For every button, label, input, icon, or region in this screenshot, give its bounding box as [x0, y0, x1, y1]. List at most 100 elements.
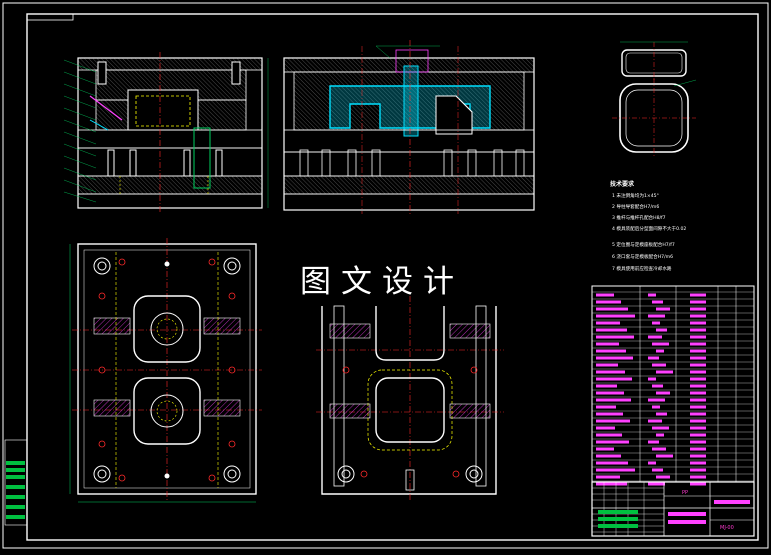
bom-cell-mark [596, 461, 628, 465]
bom-cell-mark [596, 426, 615, 430]
bom-cell-mark [596, 440, 629, 444]
bom-cell-mark [690, 405, 706, 409]
bom-cell-mark [656, 412, 667, 416]
bom-cell-mark [690, 300, 706, 304]
section-view-left [63, 52, 269, 214]
bom-cell-mark [652, 363, 666, 367]
bom-cell-mark [690, 447, 706, 451]
bom-cell-mark [652, 300, 663, 304]
bom-cell-mark [690, 307, 706, 311]
notes-title: 技术要求 [610, 180, 635, 188]
bom-cell-mark [690, 342, 706, 346]
bom-cell-mark [596, 475, 620, 479]
bom-cell-mark [648, 293, 656, 297]
bom-cell-mark [652, 468, 663, 472]
bom-cell-mark [690, 377, 706, 381]
bom-cell-mark [690, 433, 706, 437]
bom-cell-mark [596, 405, 616, 409]
bom-cell-mark [652, 342, 669, 346]
bom-cell-mark [648, 398, 665, 402]
bom-cell-mark [596, 482, 627, 486]
bom-cell-mark [690, 419, 706, 423]
bom-cell-mark [656, 475, 670, 479]
bom-cell-mark [690, 335, 706, 339]
bom-cell-mark [690, 384, 706, 388]
bom-cell-mark [596, 300, 621, 304]
bom-cell-mark [596, 391, 624, 395]
note-item: 4 模具装配后分型面间隙不大于0.02 [612, 225, 686, 232]
part-views [612, 41, 697, 158]
note-item: 2 导柱导套配合H7/m6 [612, 203, 659, 210]
bom-cell-mark [596, 433, 622, 437]
drawing-number: MJ-00 [720, 525, 734, 531]
bom-cell-mark [648, 314, 665, 318]
bom-cell-mark [596, 377, 632, 381]
bom-cell-mark [648, 335, 662, 339]
plan-view-fixed-half [316, 296, 504, 500]
bom-cell-mark [690, 363, 706, 367]
side-strip [4, 439, 28, 526]
technical-notes: 技术要求 1 未注倒角均为1×45° 2 导柱导套配合H7/m6 3 推杆与推杆… [610, 180, 686, 272]
bom-cell-mark [690, 321, 706, 325]
bom-cell-mark [656, 433, 664, 437]
bom-cell-mark [690, 461, 706, 465]
bom-cell-mark [652, 321, 660, 325]
bom-cell-mark [648, 482, 665, 486]
bom-cell-mark [596, 293, 614, 297]
bom-cell-mark [690, 391, 706, 395]
bom-cell-mark [690, 426, 706, 430]
bom-cell-mark [596, 328, 627, 332]
bom-cell-mark [596, 384, 617, 388]
bom-cell-mark [596, 314, 635, 318]
bom-cell-mark [656, 307, 670, 311]
bom-cell-mark [656, 328, 667, 332]
bom-cell-mark [596, 447, 614, 451]
note-item: 6 浇口套与定模板配合H7/m6 [612, 253, 673, 260]
bom-cell-mark [648, 377, 656, 381]
bom-cell-mark [652, 405, 660, 409]
bom-cell-mark [648, 356, 659, 360]
bom-cell-mark [690, 412, 706, 416]
bom-cell-mark [648, 461, 656, 465]
bom-cell-mark [596, 363, 618, 367]
note-item: 5 定位圈与定模座板配合H7/f7 [612, 241, 675, 248]
bom-cell-mark [596, 349, 626, 353]
bom-cell-mark [690, 475, 706, 479]
bom-cell-mark [596, 454, 621, 458]
bom-cell-mark [656, 454, 673, 458]
bom-cell-mark [652, 447, 666, 451]
bom-cell-mark [690, 398, 706, 402]
plan-view-moving-half [69, 238, 262, 503]
bom-cell-mark [690, 482, 706, 486]
bom-cell-mark [596, 398, 631, 402]
watermark-text: 图文设计 [300, 264, 464, 300]
bom-cell-mark [596, 356, 633, 360]
bom-cell-mark [596, 412, 623, 416]
bom-cell-mark [690, 370, 706, 374]
bom-rows [592, 291, 754, 486]
material-label: PP [682, 490, 688, 496]
bom-cell-mark [652, 426, 669, 430]
section-view-right [283, 40, 535, 216]
bom-cell-mark [656, 349, 664, 353]
bom-cell-mark [596, 342, 619, 346]
bom-cell-mark [652, 384, 663, 388]
bom-cell-mark [648, 419, 662, 423]
bom-cell-mark [690, 440, 706, 444]
note-item: 7 模具使用前应检查冷却水路 [612, 265, 672, 272]
bom-cell-mark [656, 391, 670, 395]
bom-cell-mark [690, 349, 706, 353]
bom-cell-mark [690, 328, 706, 332]
title-block: PP MJ-00 [591, 481, 755, 537]
bom-cell-mark [690, 293, 706, 297]
bom-cell-mark [596, 419, 630, 423]
bom-cell-mark [690, 454, 706, 458]
bom-cell-mark [690, 356, 706, 360]
bom-cell-mark [596, 468, 635, 472]
bom-cell-mark [596, 321, 620, 325]
bom-cell-mark [596, 335, 634, 339]
note-item: 3 推杆与推杆孔配合H8/f7 [612, 214, 666, 221]
